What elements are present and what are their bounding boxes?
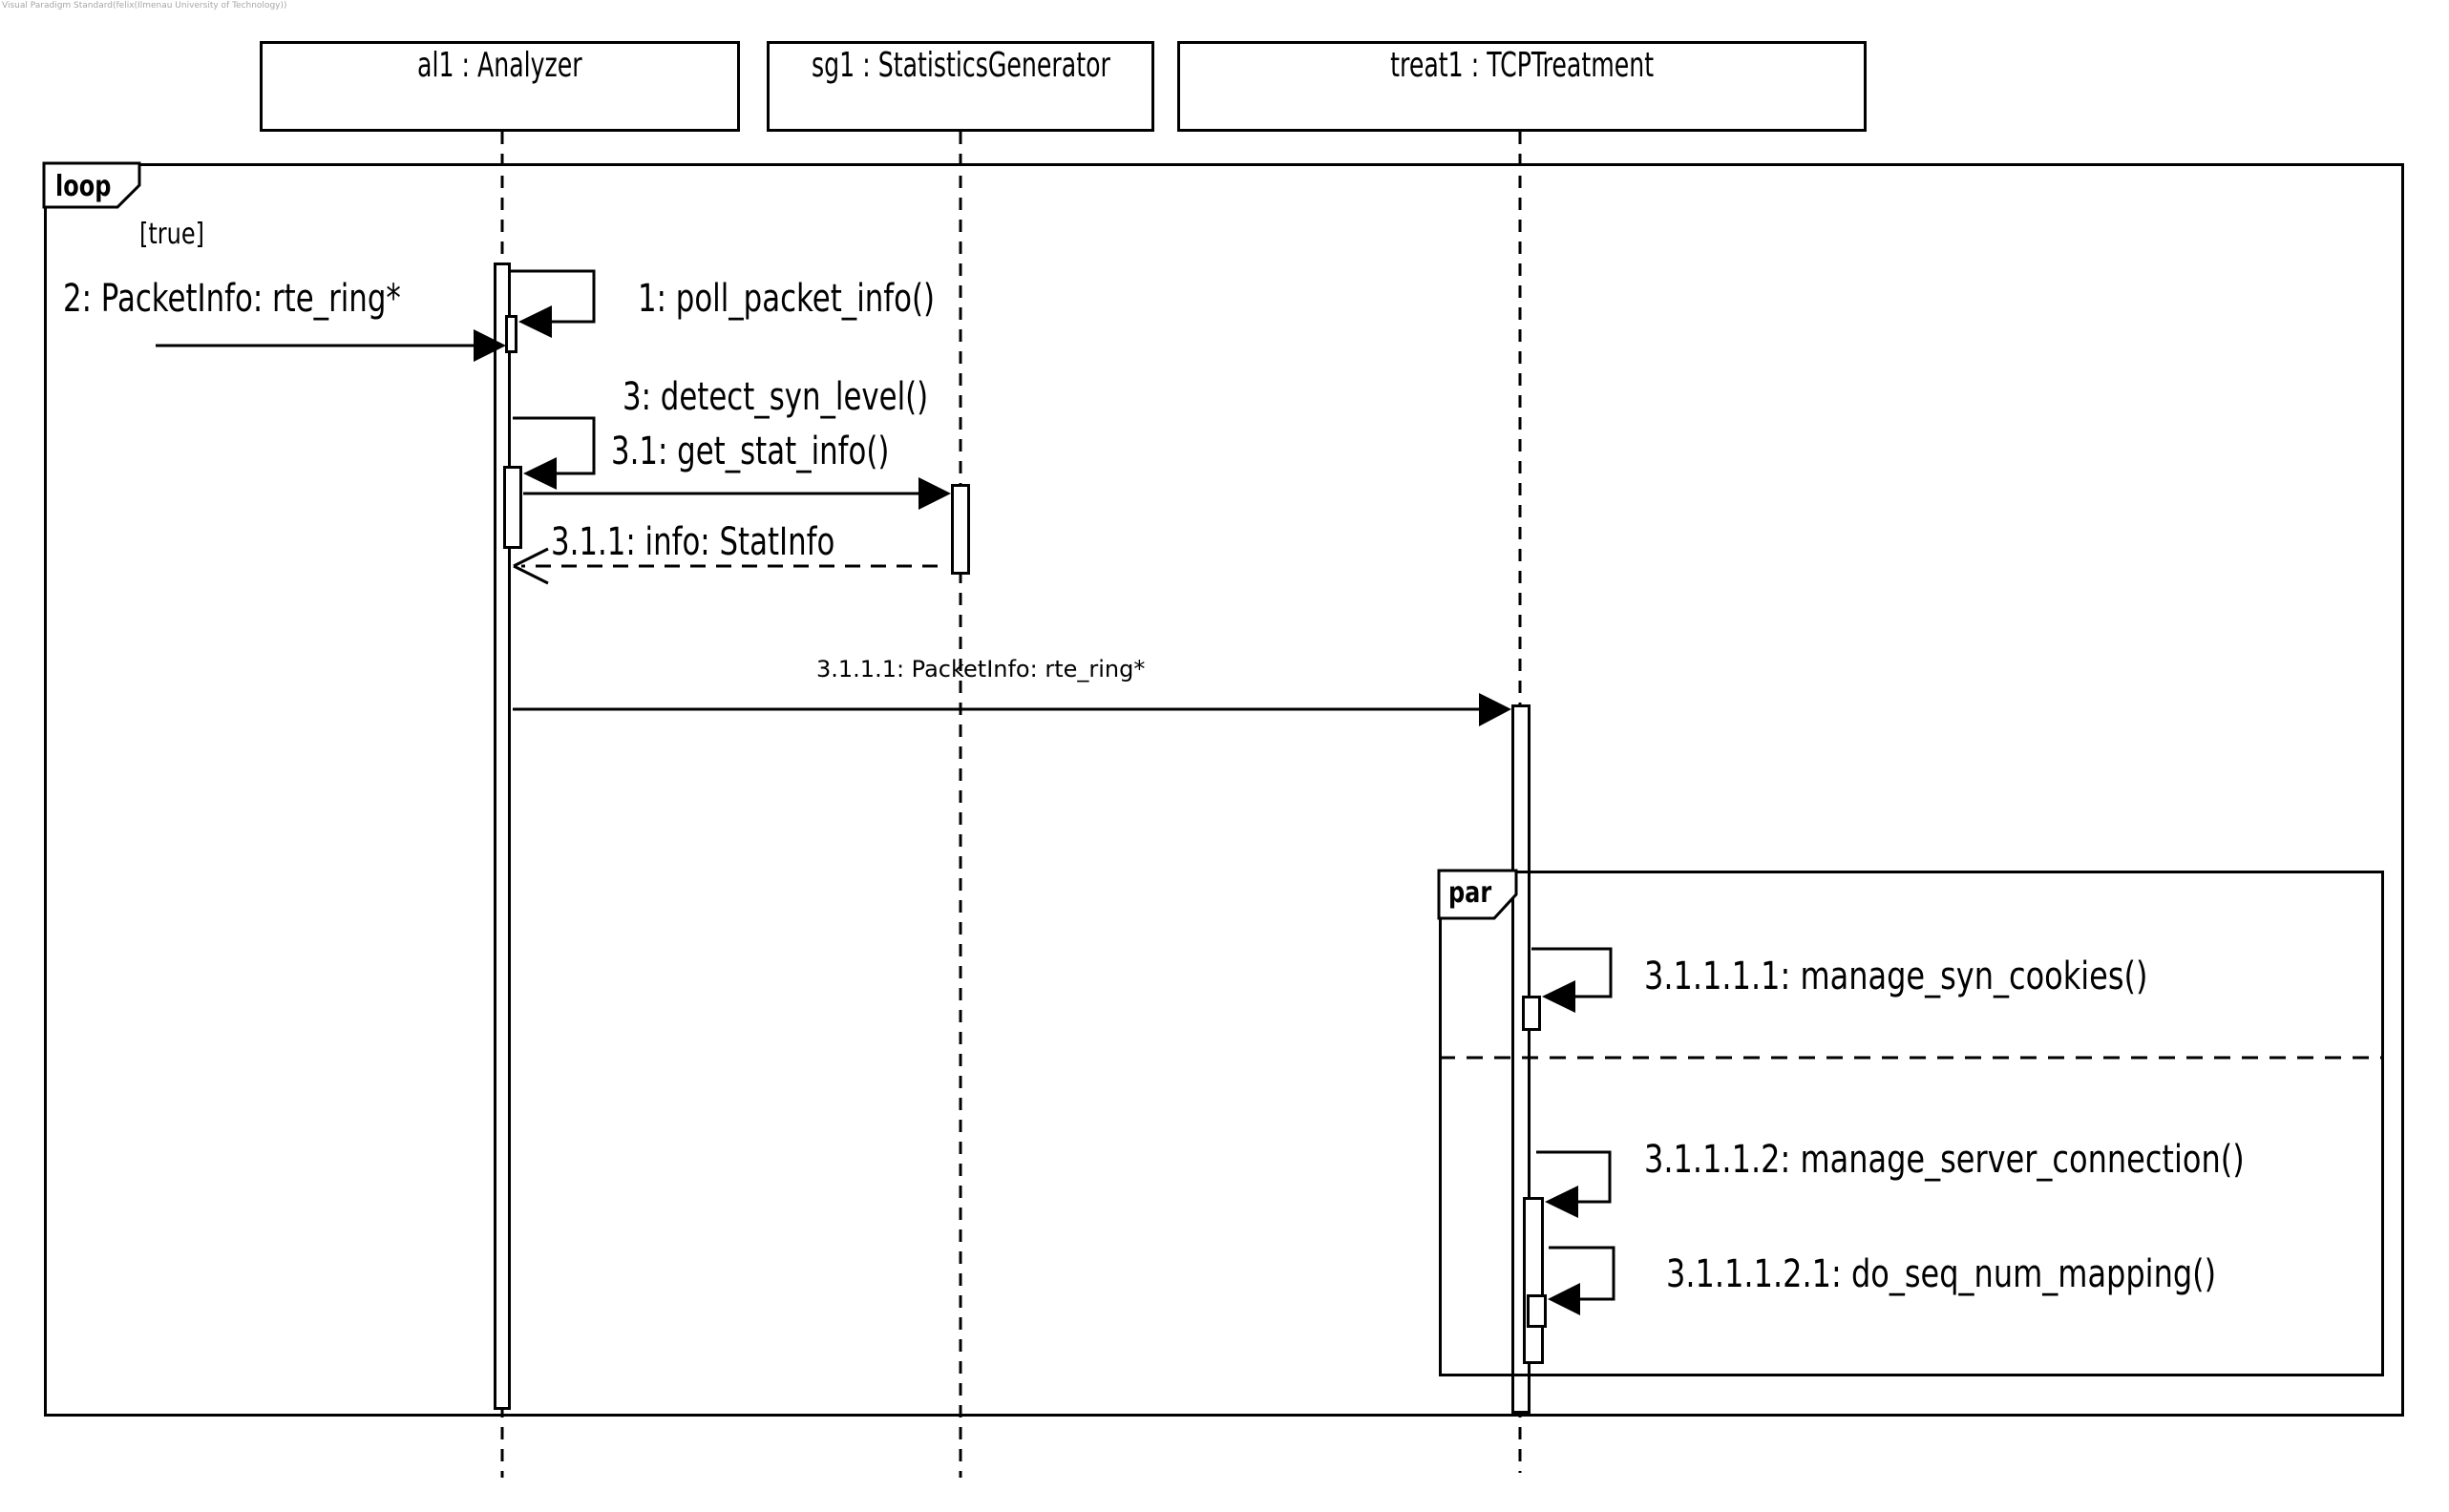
message-3-1-1-1-1-line [1531, 947, 1613, 998]
message-3-1-label: 3.1: get_stat_info() [611, 430, 890, 473]
lifeline-head-sg1-label: sg1 : StatisticsGenerator [811, 46, 1110, 85]
message-3-1-1-1-label: 3.1.1.1: PacketInfo: rte_ring* [816, 656, 1146, 682]
par-operator-pentagon [1437, 869, 1518, 920]
message-2-arrowhead [474, 329, 506, 362]
lifeline-head-treat1: treat1 : TCPTreatment [1177, 41, 1867, 132]
activation-treat1-syn-cookies [1522, 996, 1541, 1031]
message-3-label: 3: detect_syn_level() [623, 375, 929, 419]
watermark-text: Visual Paradigm Standard(felix(Ilmenau U… [2, 1, 287, 10]
loop-guard-label: [true] [139, 218, 204, 251]
lifeline-head-al1: al1 : Analyzer [260, 41, 740, 132]
message-3-1-1-open-arrowhead [513, 547, 549, 585]
loop-operator-pentagon [42, 161, 141, 209]
message-2-label: 2: PacketInfo: rte_ring* [63, 277, 401, 321]
loop-fragment-frame [44, 163, 2404, 1417]
loop-operator-label: loop [55, 170, 112, 203]
activation-treat1-seq-num-mapping [1527, 1294, 1547, 1328]
message-3-1-1-1-2-label: 3.1.1.1.2: manage_server_connection() [1644, 1138, 2245, 1182]
lifeline-head-treat1-label: treat1 : TCPTreatment [1390, 46, 1654, 85]
message-3-1-1-1-2-1-line [1549, 1246, 1615, 1301]
lifeline-head-sg1: sg1 : StatisticsGenerator [767, 41, 1154, 132]
message-1-line [511, 269, 596, 324]
message-3-1-1-1-1-arrowhead [1542, 980, 1575, 1013]
message-1-label: 1: poll_packet_info() [638, 277, 935, 321]
par-operator-label: par [1448, 876, 1492, 910]
message-3-1-1-label: 3.1.1: info: StatInfo [551, 520, 835, 564]
message-3-1-arrowhead [918, 477, 951, 510]
message-1-arrowhead [518, 305, 552, 338]
message-3-1-1-1-arrowhead [1479, 693, 1511, 726]
message-3-1-1-1-2-arrowhead [1545, 1186, 1578, 1218]
activation-al1-main [494, 262, 511, 1410]
par-fragment-frame [1439, 871, 2384, 1376]
message-3-1-1-1-2-line [1536, 1150, 1612, 1204]
message-3-1-1-1-1-label: 3.1.1.1.1: manage_syn_cookies() [1644, 955, 2148, 998]
message-3-1-1-1-2-1-arrowhead [1548, 1283, 1580, 1315]
lifeline-head-al1-label: al1 : Analyzer [417, 46, 582, 85]
message-3-arrowhead [523, 457, 557, 490]
message-3-1-1-1-2-1-label: 3.1.1.1.2.1: do_seq_num_mapping() [1666, 1252, 2217, 1296]
activation-al1-msg3 [503, 466, 522, 549]
message-3-line [513, 416, 596, 475]
activation-al1-msg2 [505, 315, 517, 353]
activation-sg1 [951, 484, 970, 575]
